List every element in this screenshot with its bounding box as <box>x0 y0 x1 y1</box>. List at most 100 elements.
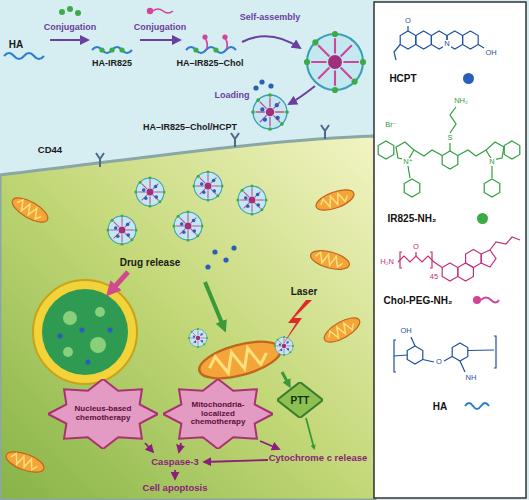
ir825-structure <box>414 150 442 156</box>
node-outline <box>48 379 158 449</box>
hcpt-structure <box>400 31 416 49</box>
atom-label: O <box>412 243 420 251</box>
cell-body <box>0 136 375 500</box>
laser-bolt <box>282 300 312 346</box>
ir825-dots <box>59 9 65 15</box>
figure-label: Conjugation <box>134 23 187 33</box>
atom-label: NH₂ <box>453 97 469 105</box>
atom-label: N⁺ <box>402 158 413 166</box>
pathway-arrow <box>174 470 176 479</box>
mitochondrion <box>309 247 352 273</box>
loaded-micelle <box>251 93 289 131</box>
micelle <box>134 176 165 207</box>
figure-label: Cytochrome c release <box>269 453 368 463</box>
node-label: Nucleus-based chemotherapy <box>71 405 135 423</box>
ha-ir825-chol-strand <box>193 47 198 52</box>
figure-label: HA <box>9 39 23 50</box>
ha-structure <box>452 343 468 361</box>
atom-label: N <box>443 40 450 48</box>
hcpt-dots <box>253 79 273 90</box>
legend-label: IR825-NH₂ <box>388 213 437 224</box>
flow-arrow <box>50 39 88 41</box>
entry-arrow <box>110 272 128 292</box>
mitochondrion <box>313 186 356 215</box>
micelle <box>106 214 137 245</box>
nucleus <box>95 307 105 317</box>
hcpt-dots <box>253 85 258 90</box>
ha-structure <box>407 346 423 364</box>
ptt-arrow <box>282 372 289 385</box>
node-label: Mitochondria-localized chemotherapy <box>186 401 250 427</box>
cd44-receptor <box>321 125 329 139</box>
ir825-structure <box>458 150 486 156</box>
ir825-structure <box>484 179 500 197</box>
ha-ir825-chol-strand <box>205 38 207 50</box>
chol-peg-structure <box>398 256 442 268</box>
pathway-arrow <box>306 418 314 448</box>
micelle <box>274 336 294 356</box>
nucleus <box>33 280 137 384</box>
legend-symbol <box>463 399 493 413</box>
ir825-structure <box>378 107 520 197</box>
mitochondrion <box>3 448 46 477</box>
figure-label: HA-IR825 <box>92 59 132 69</box>
atom-label: N <box>488 158 495 166</box>
ha-ir825-chol-strand <box>213 47 218 52</box>
node-label: PTT <box>291 395 310 406</box>
ha-ir825-chol-strand <box>186 34 236 53</box>
hcpt-dots <box>259 79 264 84</box>
pathway-arrow <box>204 460 268 462</box>
mitochondrion <box>321 313 364 347</box>
legend-label: Chol-PEG-NH₂ <box>384 295 453 306</box>
nucleus <box>57 333 62 338</box>
micelle <box>192 170 223 201</box>
ir825-structure <box>408 166 410 178</box>
pathway-arrow <box>179 443 181 452</box>
ir825-structure <box>442 151 458 169</box>
micelle <box>188 328 208 348</box>
target-mitochondrion <box>195 334 284 385</box>
ha-ir825-strand <box>119 47 124 52</box>
figure-label: HA–IR825–Chol <box>176 59 243 69</box>
hcpt-structure <box>463 31 479 49</box>
node-outline <box>163 379 273 449</box>
ir825-structure <box>491 166 492 178</box>
micelle <box>172 210 203 241</box>
ha-ir825-strand <box>109 47 114 52</box>
released-drug <box>212 249 217 254</box>
figure-label: Loading <box>215 91 250 101</box>
ha-structure <box>394 336 496 372</box>
flow-arrow <box>140 39 180 41</box>
legend-symbol-line <box>481 298 499 303</box>
nucleus <box>85 359 90 364</box>
atom-label: Br⁻ <box>384 121 397 129</box>
atom-label: H₂N <box>379 258 395 266</box>
nucleus <box>107 327 112 332</box>
ha-ir825-chol-strand <box>202 34 207 39</box>
hcpt-dots <box>268 83 273 88</box>
chemo-star: Mitochondria-localized chemotherapy <box>163 379 273 449</box>
ha-structure <box>394 336 496 372</box>
chol-tadpole <box>147 8 173 14</box>
atom-label: O <box>404 17 412 25</box>
nucleus <box>79 327 84 332</box>
chol-tadpole <box>153 9 173 13</box>
ir825-structure <box>378 141 394 159</box>
pathway-arrow <box>145 441 279 479</box>
micelle <box>304 31 366 93</box>
chemo-star: Nucleus-based chemotherapy <box>48 379 158 449</box>
ha-ir825-strand <box>99 47 104 52</box>
atom-label: OH <box>484 49 497 57</box>
figure-label: Drug release <box>120 257 181 268</box>
nucleus <box>33 280 137 384</box>
legend-symbol <box>471 293 501 307</box>
ha-strand <box>4 53 44 59</box>
nucleus <box>63 311 77 325</box>
legend-symbol-head <box>473 296 481 304</box>
released-drug <box>223 257 228 262</box>
atom-label: O <box>435 358 443 366</box>
ptt-diamond: PTT <box>277 382 323 418</box>
legend-label: HA <box>433 401 447 412</box>
ha-strand <box>4 53 44 59</box>
